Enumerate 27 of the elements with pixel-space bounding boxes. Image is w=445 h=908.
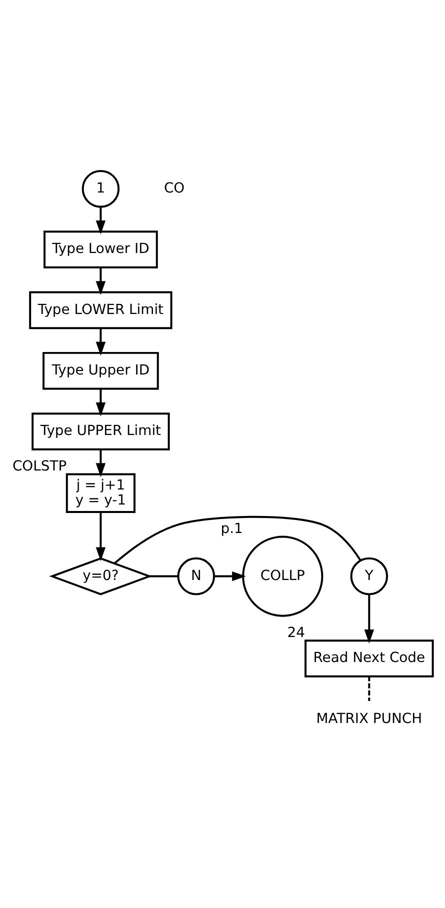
node-box: Type LOWER Limit: [29, 291, 172, 330]
arrow: [96, 388, 106, 416]
node-circle: N: [177, 557, 216, 596]
node-box: Read Next Code: [304, 640, 434, 678]
arrow: [96, 512, 106, 562]
label: CO: [164, 180, 185, 197]
node-text: MATRIX PUNCH: [316, 710, 422, 727]
connector: [368, 676, 370, 701]
connector: [114, 516, 362, 564]
arrow: [96, 328, 106, 356]
node-label: 24: [287, 624, 305, 641]
node-label: COLSTP: [12, 458, 67, 474]
node-box: j = j+1 y = y-1: [66, 473, 136, 514]
arrow: [96, 449, 106, 478]
connector: [149, 575, 178, 578]
node-diamond: y=0?: [49, 557, 152, 596]
arrow: [364, 594, 374, 644]
node-circle: COLLP: [242, 536, 324, 617]
node-circle: Y: [350, 557, 388, 596]
node-circle: 1: [82, 170, 120, 208]
node-box: Type UPPER Limit: [32, 412, 170, 450]
arrow: [96, 267, 106, 296]
node-label: p.1: [220, 521, 243, 538]
arrow: [96, 206, 106, 234]
arrow: [214, 571, 246, 582]
node-box: Type Upper ID: [42, 352, 159, 390]
node-box: Type Lower ID: [44, 230, 158, 268]
